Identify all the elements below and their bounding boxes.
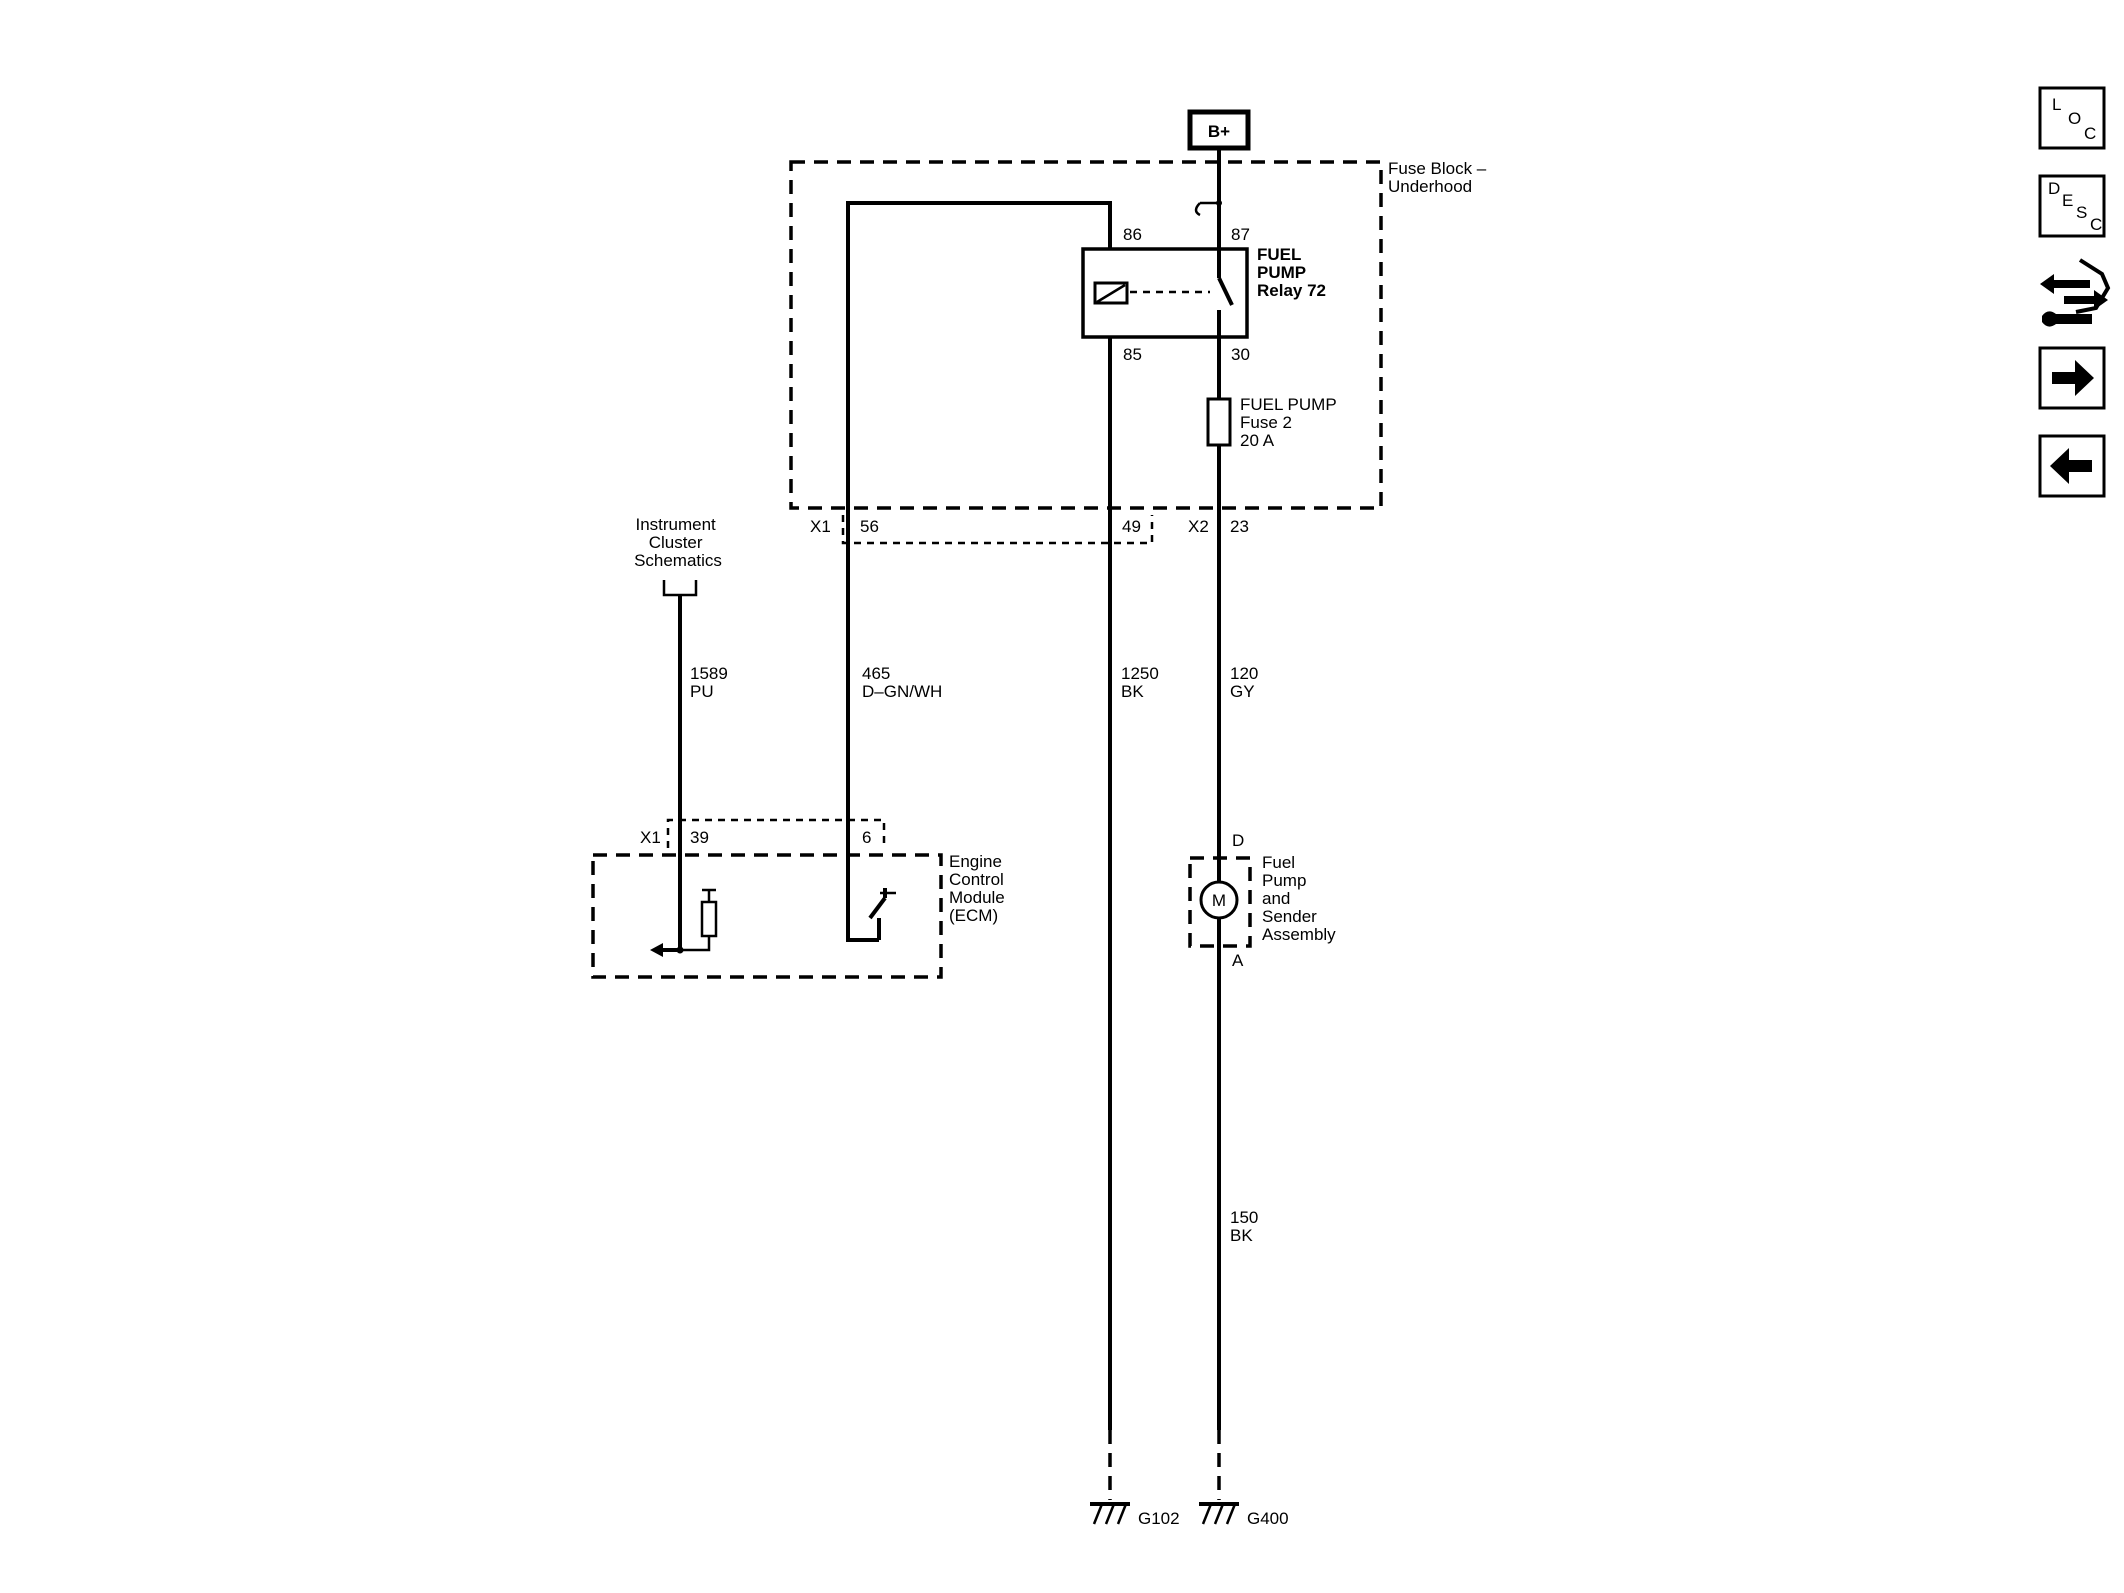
instrument-cluster-label: Instrument Cluster Schematics xyxy=(634,515,722,570)
battery-label: B+ xyxy=(1208,122,1230,141)
fuel-pump-label: Fuel Pump and Sender Assembly xyxy=(1262,853,1336,944)
wire-1589-label: 1589 PU xyxy=(690,664,733,701)
pump-pin-d: D xyxy=(1232,831,1244,850)
arrow-right-icon xyxy=(2052,360,2094,396)
ecm-output-arrow-icon xyxy=(650,943,684,957)
svg-text:D: D xyxy=(2048,179,2060,198)
arrow-left-icon xyxy=(2050,448,2092,484)
motor-symbol: M xyxy=(1212,891,1226,910)
fuse-block-outline xyxy=(789,160,1383,510)
wire-1250-label: 1250 BK xyxy=(1121,664,1164,701)
wire-465-label: 465 D–GN/WH xyxy=(862,664,942,701)
svg-text:L: L xyxy=(2052,95,2061,114)
ground-g102-label: G102 xyxy=(1138,1509,1180,1528)
fb-x2-label: X2 xyxy=(1188,517,1209,536)
relay-pin-87: 87 xyxy=(1231,225,1250,244)
arrow-left-button[interactable] xyxy=(2038,434,2106,498)
fuel-pump-relay xyxy=(1081,247,1249,339)
ecm-x1-label: X1 xyxy=(640,828,661,847)
ground-g102-icon xyxy=(1090,1502,1130,1525)
fb-pin-49: 49 xyxy=(1122,517,1141,536)
fuel-pump-fuse xyxy=(1206,397,1232,447)
relay-pin-85: 85 xyxy=(1123,345,1142,364)
relay-label: FUEL PUMP Relay 72 xyxy=(1257,245,1326,300)
ecm-pin-39: 39 xyxy=(690,828,709,847)
svg-text:E: E xyxy=(2062,191,2073,210)
battery-positive-terminal: B+ xyxy=(1187,109,1251,151)
motor-icon xyxy=(1199,880,1239,920)
wire-150-label: 150 BK xyxy=(1230,1208,1263,1245)
ground-g400-icon xyxy=(1199,1502,1239,1525)
ground-g400-label: G400 xyxy=(1247,1509,1289,1528)
ecm-resistor-icon xyxy=(680,888,718,952)
fuse-block-connector-x1 xyxy=(841,515,1154,545)
ecm-label: Engine Control Module (ECM) xyxy=(949,852,1010,925)
fb-x1-label: X1 xyxy=(810,517,831,536)
svg-text:C: C xyxy=(2084,124,2096,143)
ecm-low-side-driver-icon xyxy=(868,888,896,940)
relay-pin-86: 86 xyxy=(1123,225,1142,244)
ecm-outline xyxy=(591,853,943,979)
relay-pin-30: 30 xyxy=(1231,345,1250,364)
connector-tool-icon[interactable] xyxy=(2040,258,2111,327)
ecm-connector-x1 xyxy=(666,818,886,848)
fb-pin-56: 56 xyxy=(860,517,879,536)
fusible-link-icon xyxy=(1194,200,1222,217)
arrow-right-button[interactable] xyxy=(2038,346,2106,410)
fuse-block-label: Fuse Block – Underhood xyxy=(1388,159,1491,196)
fuel-pump-outline xyxy=(1188,856,1252,948)
wire-120-label: 120 GY xyxy=(1230,664,1263,701)
svg-text:S: S xyxy=(2076,203,2087,222)
loc-button[interactable]: L O C xyxy=(2038,86,2106,150)
pump-pin-a: A xyxy=(1232,951,1244,970)
fuse-label: FUEL PUMP Fuse 2 20 A xyxy=(1240,395,1341,450)
desc-button[interactable]: D E S C xyxy=(2038,174,2106,238)
wire-86-to-ecm xyxy=(846,201,1112,942)
svg-text:C: C xyxy=(2090,215,2102,234)
svg-text:O: O xyxy=(2068,109,2081,128)
fb-pin-23: 23 xyxy=(1230,517,1249,536)
instrument-cluster-bracket xyxy=(662,580,698,597)
ecm-pin-6: 6 xyxy=(862,828,871,847)
